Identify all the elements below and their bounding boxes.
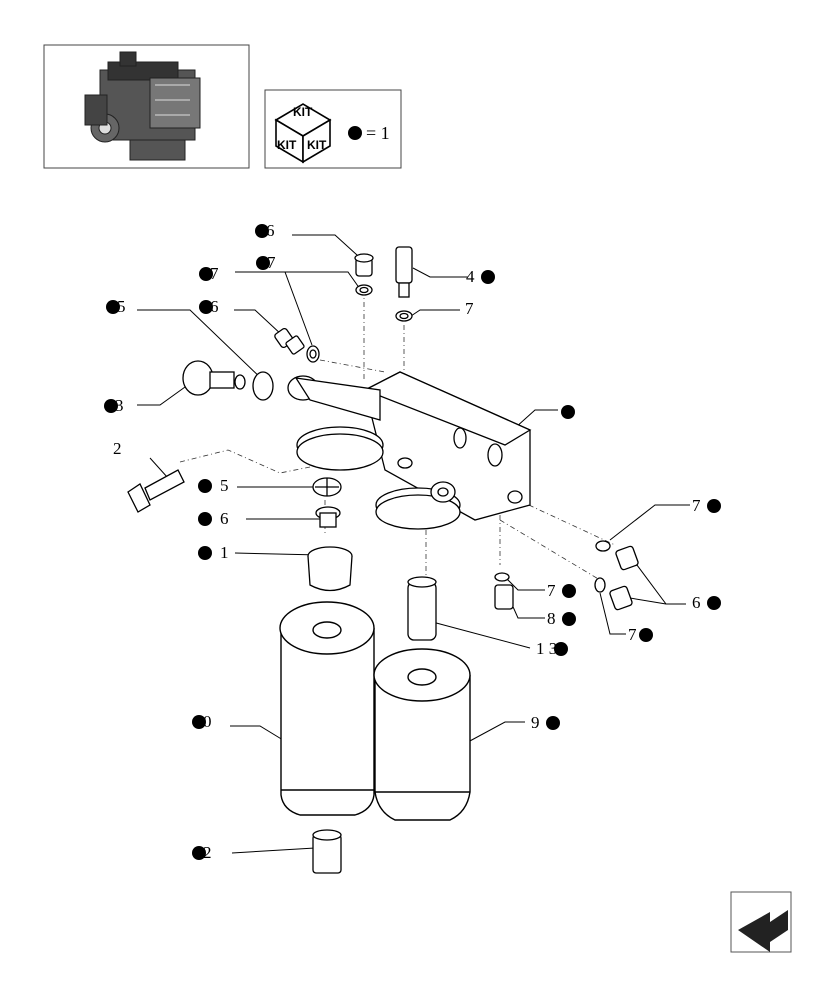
callout-filter-head[interactable]	[561, 403, 575, 420]
filters	[279, 601, 471, 821]
callout-3[interactable]: 3	[104, 397, 124, 414]
kit-marker-dot	[255, 224, 269, 238]
callout-7-bottom[interactable]: 7	[628, 626, 653, 643]
callout-7-far-right[interactable]: 7	[692, 497, 721, 514]
kit-text-left: KIT	[277, 138, 297, 152]
kit-marker-dot	[561, 584, 576, 598]
callout-10[interactable]: 0	[192, 713, 212, 730]
callout-13[interactable]: 1 3	[536, 640, 569, 657]
kit-marker-dot	[199, 267, 213, 281]
kit-marker-dot	[199, 300, 213, 314]
kit-equals-one: = 1	[366, 123, 390, 143]
kit-marker-dot	[256, 256, 270, 270]
kit-marker-dot	[545, 716, 560, 730]
callout-9[interactable]: 9	[531, 714, 560, 731]
kit-marker-dot	[480, 270, 495, 284]
kit-cube-icon	[274, 103, 332, 164]
kit-marker-dot	[706, 596, 721, 610]
callout-8[interactable]: 8	[547, 610, 576, 627]
callout-6-top[interactable]: 6	[255, 222, 275, 239]
callout-4[interactable]: 4	[466, 268, 495, 285]
kit-marker-dot	[104, 399, 118, 413]
kit-marker-dot	[192, 846, 206, 860]
callout-2[interactable]: 2	[113, 439, 122, 458]
callout-6-left[interactable]: 6	[199, 298, 219, 315]
callout-5[interactable]: 5	[198, 477, 229, 494]
callout-6-mid[interactable]: 6	[198, 510, 229, 527]
kit-marker-dot	[561, 405, 575, 419]
engine-thumbnail[interactable]	[43, 44, 250, 169]
kit-marker-dot	[106, 300, 120, 314]
callout-5-top[interactable]: 5	[106, 298, 126, 315]
kit-marker-dot	[198, 512, 212, 526]
back-arrow-icon[interactable]	[730, 891, 792, 953]
kit-marker-dot	[198, 479, 212, 493]
callout-7-right[interactable]: 7	[465, 299, 474, 318]
kit-marker-dot	[561, 612, 576, 626]
kit-marker-dot	[554, 642, 569, 656]
engine-icon	[84, 51, 201, 161]
small-parts	[127, 246, 639, 874]
kit-marker-dot	[706, 499, 721, 513]
callout-1[interactable]: 1	[198, 544, 229, 561]
callout-12[interactable]: 2	[192, 844, 212, 861]
callout-6-right[interactable]: 6	[692, 594, 721, 611]
kit-text-top: KIT	[293, 105, 313, 119]
kit-marker-dot	[198, 546, 212, 560]
callout-7-lower[interactable]: 7	[547, 582, 576, 599]
kit-legend	[264, 89, 402, 169]
callout-7-top-mid[interactable]: 7	[256, 254, 276, 271]
kit-marker-dot	[638, 628, 653, 642]
callout-7-top-left[interactable]: 7	[199, 265, 219, 282]
leader-lines	[137, 234, 690, 854]
kit-marker-dot	[192, 715, 206, 729]
kit-text-right: KIT	[307, 138, 327, 152]
filter-head	[287, 371, 532, 530]
